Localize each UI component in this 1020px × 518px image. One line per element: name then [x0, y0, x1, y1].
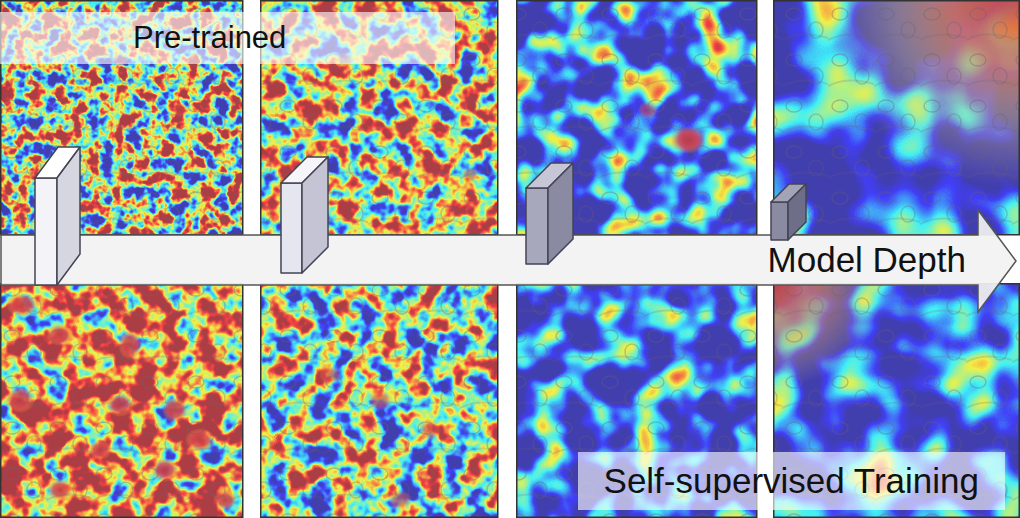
node-label: Pre-trained — [133, 12, 286, 64]
heatmap — [260, 283, 498, 518]
heatmap — [773, 0, 1020, 235]
heatmap — [0, 283, 243, 518]
hot-region — [773, 0, 1020, 235]
layer-block — [526, 163, 573, 264]
layer-block — [771, 184, 806, 240]
layer-block — [35, 147, 80, 285]
depth-arrow: Model Depth — [0, 208, 1018, 314]
node-label: Self-supervised Training — [604, 452, 979, 510]
label-band: Pre-trained — [0, 12, 455, 64]
layer-block — [281, 157, 328, 273]
arrow-outline — [1, 210, 1016, 312]
node-label: Model Depth — [768, 235, 966, 285]
heatmap — [516, 0, 757, 235]
label-band: Self-supervised Training — [578, 452, 1005, 510]
